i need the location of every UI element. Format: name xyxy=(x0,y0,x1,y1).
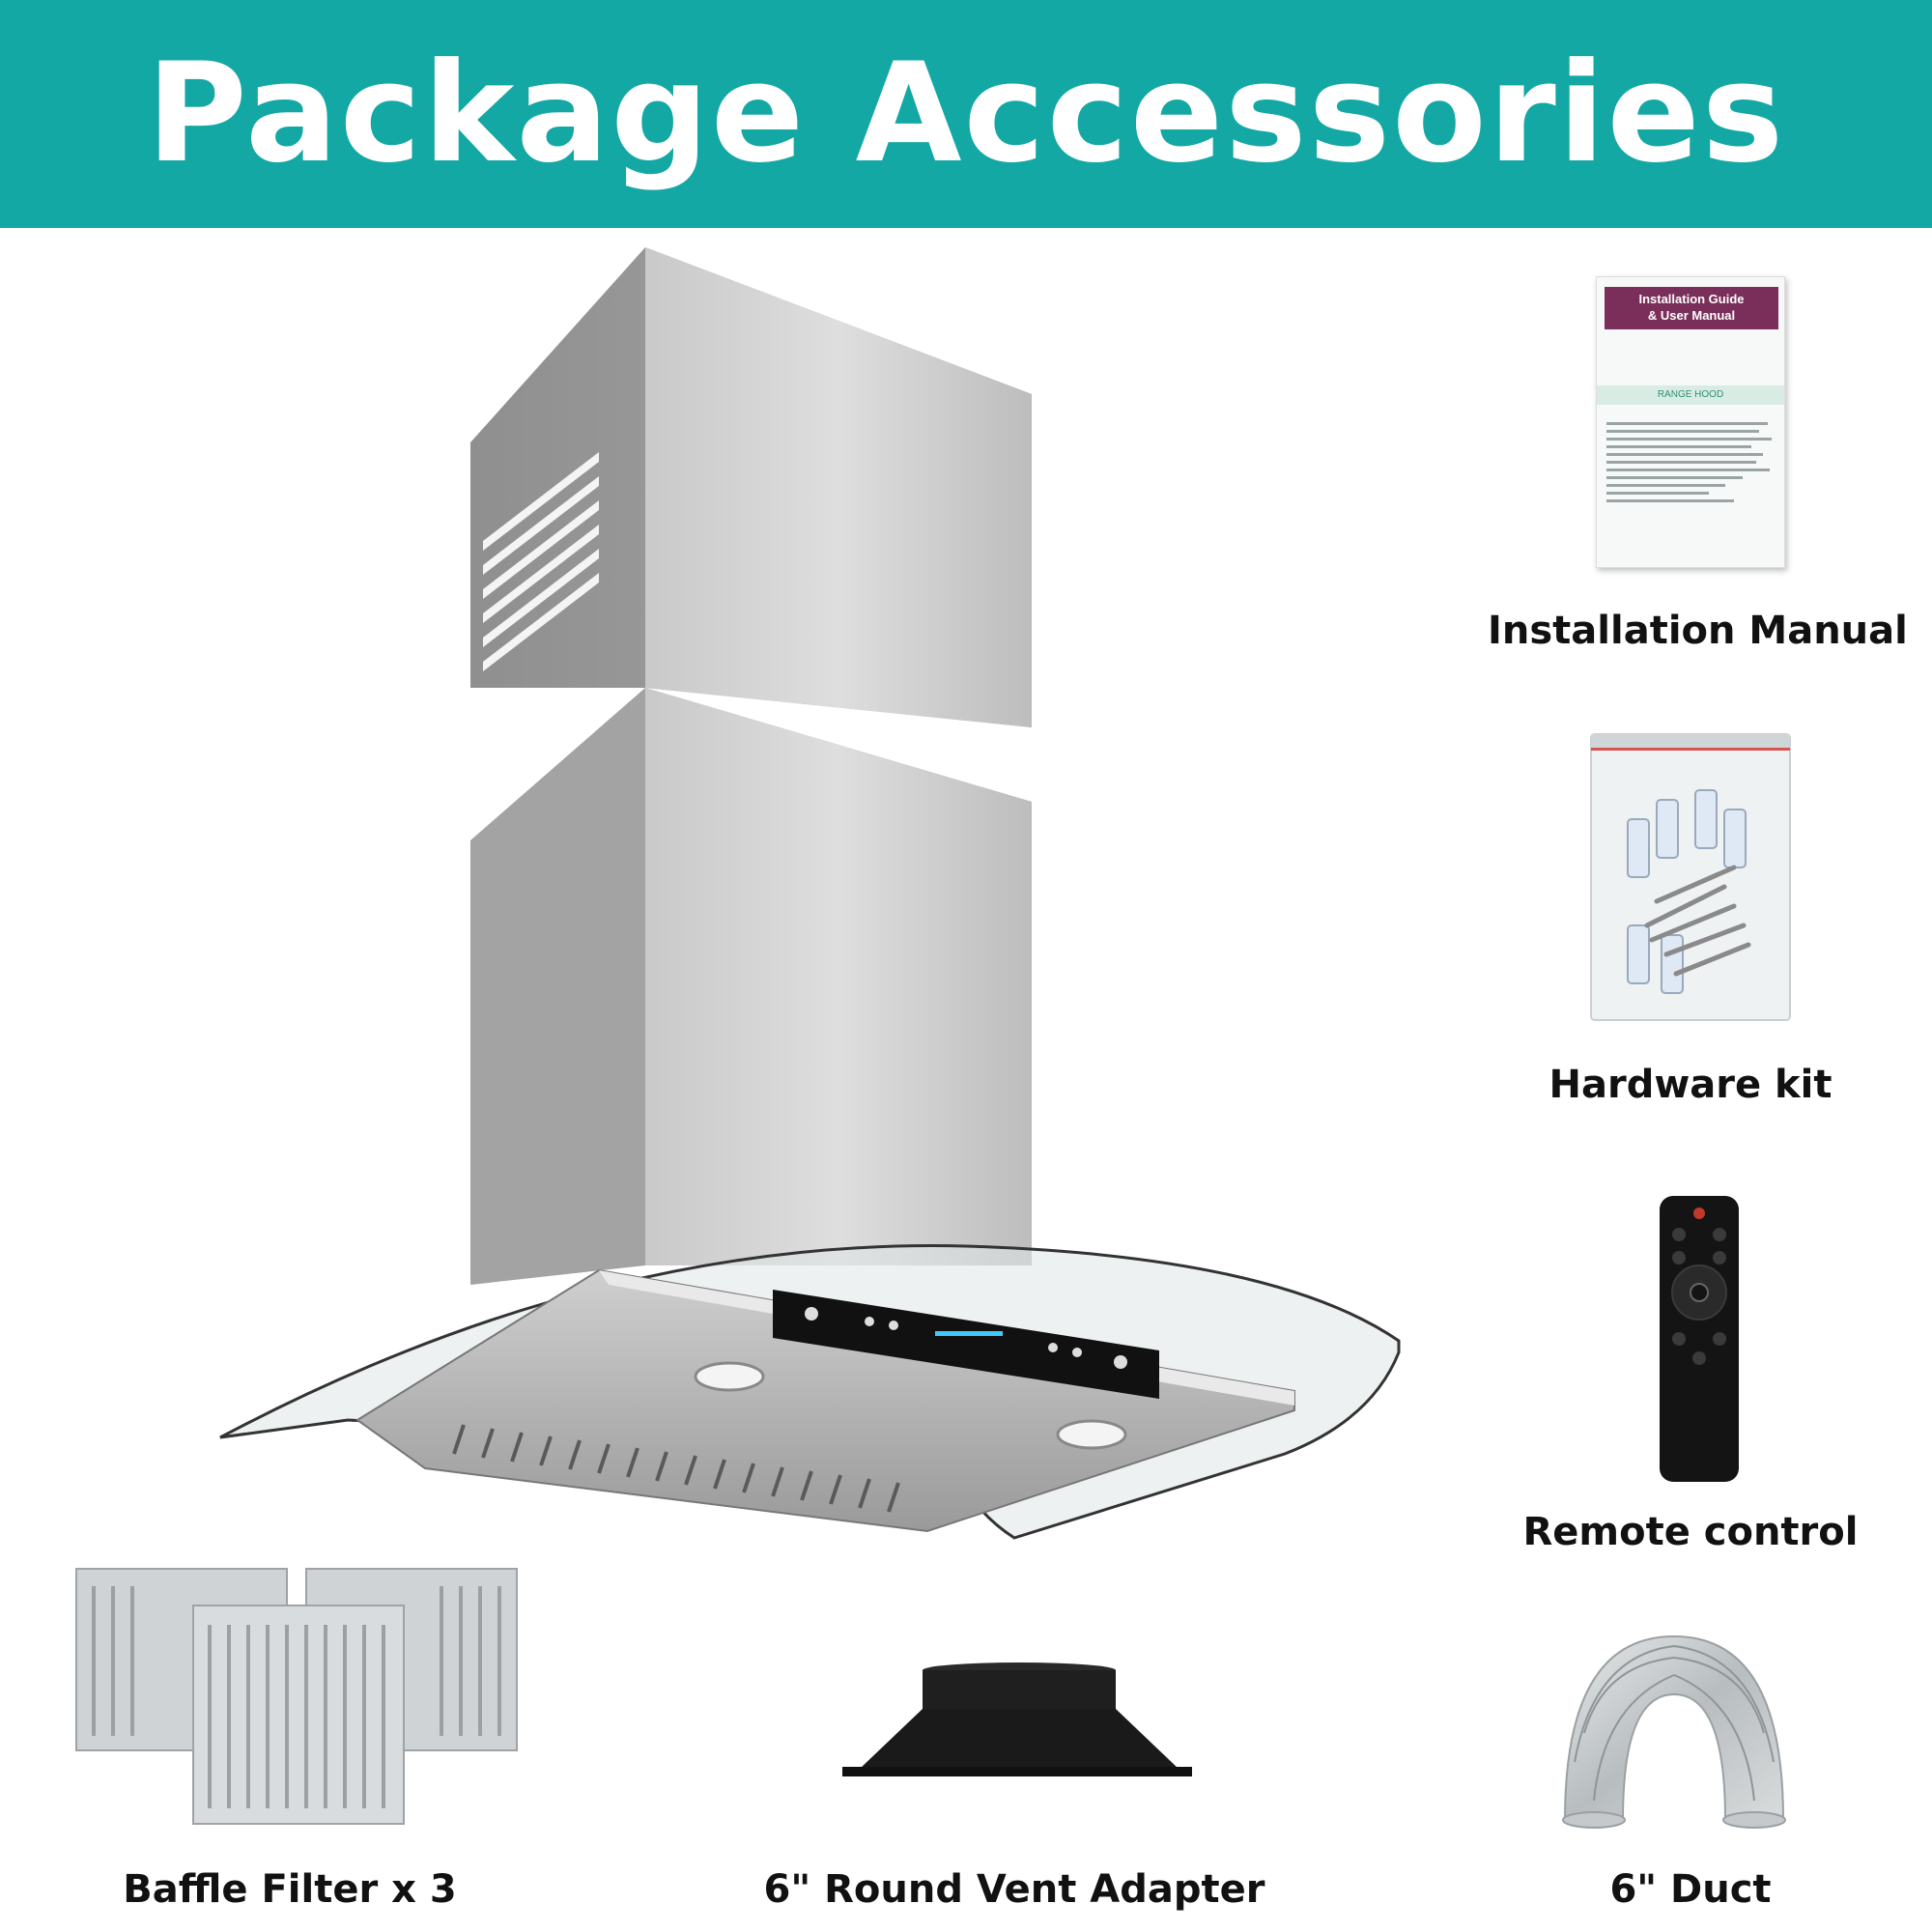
label-duct: 6" Duct xyxy=(1609,1867,1772,1912)
manual-text-lines xyxy=(1606,422,1776,507)
remote-icon xyxy=(1660,1196,1739,1482)
label-vent-adapter: 6" Round Vent Adapter xyxy=(763,1867,1265,1912)
label-remote-control: Remote control xyxy=(1522,1510,1859,1554)
flex-duct-icon xyxy=(1562,1634,1786,1829)
hardware-bag-icon xyxy=(1590,733,1791,1021)
manual-book-icon: Installation Guide & User Manual RANGE H… xyxy=(1596,276,1785,568)
vent-adapter-icon xyxy=(842,1662,1192,1776)
page-title: Package Accessories xyxy=(146,34,1786,193)
baffle-filters-icon xyxy=(75,1568,518,1825)
manual-heading: Installation Guide & User Manual xyxy=(1605,287,1778,329)
manual-title-line1: Installation Guide xyxy=(1638,292,1745,306)
header-banner: Package Accessories xyxy=(0,0,1932,228)
label-hardware-kit: Hardware kit xyxy=(1548,1063,1833,1107)
manual-title-line2: & User Manual xyxy=(1647,308,1736,323)
label-baffle-filter: Baffle Filter x 3 xyxy=(123,1867,457,1912)
label-installation-manual: Installation Manual xyxy=(1488,609,1908,653)
manual-band: RANGE HOOD xyxy=(1597,385,1784,405)
